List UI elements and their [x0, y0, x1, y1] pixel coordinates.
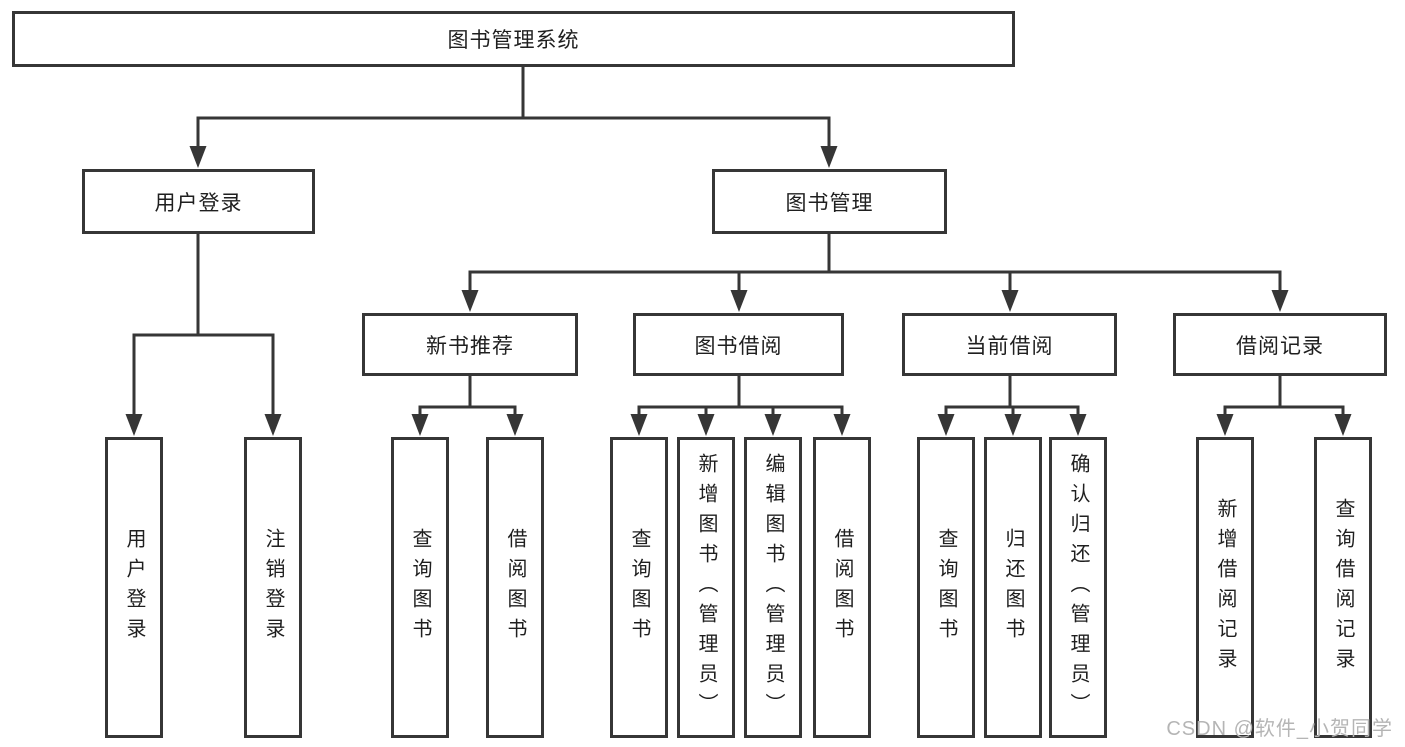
leaf-edit-book-admin: 编辑图书（管理员）: [744, 437, 802, 738]
arrowhead-icon: [125, 414, 143, 436]
node-book-borrow-label: 图书借阅: [694, 334, 783, 358]
node-current-borrow-label: 当前借阅: [965, 334, 1054, 358]
arrowhead-icon: [189, 146, 207, 168]
arrowhead-icon: [506, 414, 524, 436]
node-user-login: 用户登录: [82, 169, 315, 234]
leaf-confirm-return-admin-label: 确认归还（管理员）: [1067, 452, 1089, 723]
leaf-query-books-borrow-label: 查询图书: [628, 527, 650, 648]
arrowhead-icon: [630, 414, 648, 436]
leaf-add-book-admin: 新增图书（管理员）: [677, 437, 735, 738]
leaf-query-books-recommend-label: 查询图书: [409, 527, 431, 648]
leaf-logout-label: 注销登录: [262, 527, 284, 648]
leaf-logout: 注销登录: [244, 437, 302, 738]
arrowhead-icon: [264, 414, 282, 436]
leaf-query-books-current-label: 查询图书: [935, 527, 957, 648]
leaf-borrow-books-borrow: 借阅图书: [813, 437, 871, 738]
leaf-user-login-label: 用户登录: [123, 527, 145, 648]
arrowhead-icon: [1334, 414, 1352, 436]
node-book-management-label: 图书管理: [785, 191, 874, 215]
leaf-return-books-label: 归还图书: [1002, 527, 1024, 648]
arrowhead-icon: [461, 290, 479, 312]
leaf-edit-book-admin-label: 编辑图书（管理员）: [762, 452, 784, 723]
arrowhead-icon: [697, 414, 715, 436]
arrowhead-icon: [1216, 414, 1234, 436]
arrowhead-icon: [764, 414, 782, 436]
node-borrow-records: 借阅记录: [1173, 313, 1387, 376]
leaf-add-borrow-record: 新增借阅记录: [1196, 437, 1254, 738]
arrowhead-icon: [833, 414, 851, 436]
leaf-query-borrow-record-label: 查询借阅记录: [1332, 497, 1354, 678]
leaf-confirm-return-admin: 确认归还（管理员）: [1049, 437, 1107, 738]
leaf-user-login: 用户登录: [105, 437, 163, 738]
leaf-return-books: 归还图书: [984, 437, 1042, 738]
node-book-management: 图书管理: [712, 169, 947, 234]
arrowhead-icon: [1069, 414, 1087, 436]
arrowhead-icon: [411, 414, 429, 436]
arrowhead-icon: [937, 414, 955, 436]
leaf-query-books-recommend: 查询图书: [391, 437, 449, 738]
arrowhead-icon: [730, 290, 748, 312]
arrowhead-icon: [1004, 414, 1022, 436]
leaf-borrow-books-recommend-label: 借阅图书: [504, 527, 526, 648]
leaf-query-borrow-record: 查询借阅记录: [1314, 437, 1372, 738]
arrowhead-icon: [1271, 290, 1289, 312]
arrowhead-icon: [1001, 290, 1019, 312]
node-root: 图书管理系统: [12, 11, 1015, 67]
arrowhead-icon: [820, 146, 838, 168]
leaf-add-borrow-record-label: 新增借阅记录: [1214, 497, 1236, 678]
node-current-borrow: 当前借阅: [902, 313, 1117, 376]
node-new-book-recommend: 新书推荐: [362, 313, 578, 376]
leaf-query-books-current: 查询图书: [917, 437, 975, 738]
leaf-borrow-books-recommend: 借阅图书: [486, 437, 544, 738]
watermark-text: CSDN @软件_小贺同学: [1166, 718, 1393, 740]
node-borrow-records-label: 借阅记录: [1236, 334, 1324, 358]
node-root-label: 图书管理系统: [447, 29, 580, 52]
leaf-borrow-books-borrow-label: 借阅图书: [831, 527, 853, 648]
leaf-add-book-admin-label: 新增图书（管理员）: [695, 452, 717, 723]
node-book-borrow: 图书借阅: [633, 313, 844, 376]
node-user-login-label: 用户登录: [154, 191, 243, 215]
leaf-query-books-borrow: 查询图书: [610, 437, 668, 738]
node-new-book-recommend-label: 新书推荐: [426, 334, 514, 358]
